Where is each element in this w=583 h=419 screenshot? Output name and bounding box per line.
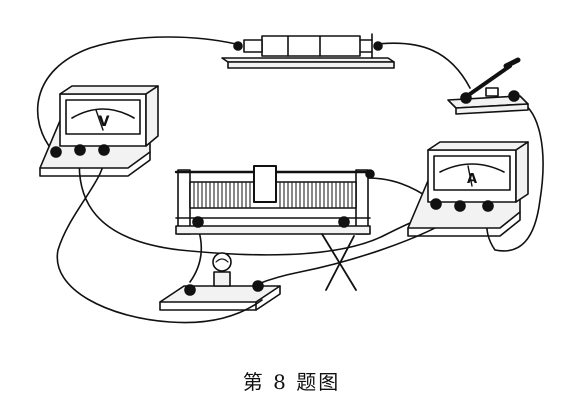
- wire-battery-to-switch: [377, 42, 471, 89]
- rheostat-coil: [193, 182, 353, 208]
- wire-rheostat-to-bulb: [189, 227, 202, 283]
- figure-caption: 第 8 题图: [242, 370, 341, 394]
- wire-voltmeter-to-bulb: [56, 151, 263, 324]
- ammeter: [407, 141, 529, 237]
- wire-switch-to-ammeter: [486, 99, 544, 252]
- voltmeter-symbol: V: [99, 114, 110, 130]
- battery: [221, 33, 395, 69]
- wire-voltmeter-to-battery: [36, 36, 237, 151]
- ammeter-symbol: A: [467, 172, 477, 187]
- switch: [447, 57, 529, 115]
- wire-ammeter-to-bulb: [257, 213, 461, 285]
- wire-voltmeter-to-ammeter: [78, 151, 446, 256]
- voltmeter: [39, 85, 159, 177]
- rheostat-slider: [253, 165, 277, 203]
- lamp-board: [159, 252, 281, 311]
- cross-mark: [321, 233, 357, 291]
- rheostat: [174, 165, 375, 235]
